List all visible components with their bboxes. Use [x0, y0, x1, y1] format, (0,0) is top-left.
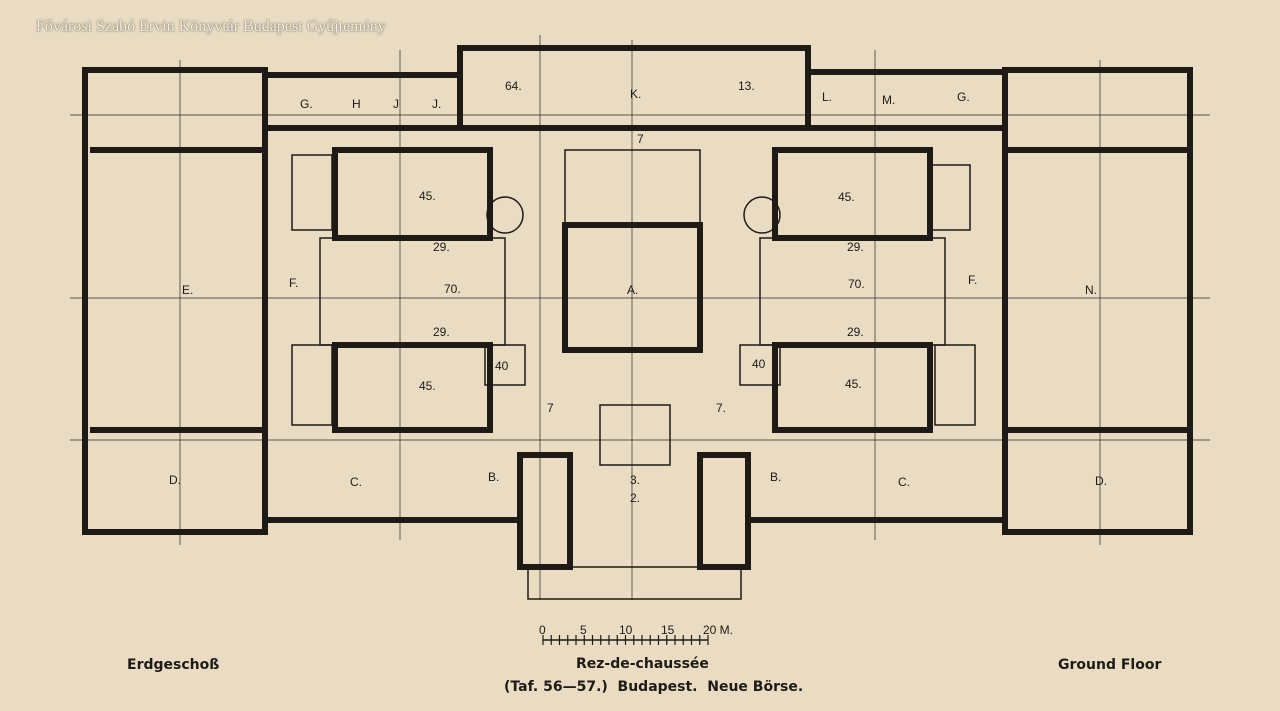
- room-label: J: [393, 97, 399, 111]
- room-label: F.: [289, 276, 298, 290]
- room-label: B.: [770, 470, 781, 484]
- room-label: 29.: [433, 240, 450, 254]
- room-label: 70.: [444, 282, 461, 296]
- caption-left: Erdgeschoß: [127, 657, 220, 673]
- walls: [82, 45, 1193, 600]
- room-label: C.: [898, 475, 910, 489]
- room-label: 45.: [845, 377, 862, 391]
- room-label: J.: [432, 97, 441, 111]
- room-label: 7: [547, 401, 554, 415]
- watermark: Fővárosi Szabó Ervin Könyvtár Budapest G…: [36, 18, 386, 35]
- scale-tick-label: 0: [539, 623, 546, 637]
- room-label: D.: [1095, 474, 1107, 488]
- room-label: K.: [630, 87, 641, 101]
- room-label: 45.: [419, 189, 436, 203]
- scale-bar: 0 5 10 15 20 M.: [539, 623, 733, 645]
- room-label: 29.: [847, 240, 864, 254]
- room-label: 45.: [419, 379, 436, 393]
- scale-tick-label: 10: [619, 623, 633, 637]
- scale-tick-label: 15: [661, 623, 675, 637]
- room-label: 7.: [716, 401, 726, 415]
- room-label: 40: [752, 357, 766, 371]
- room-label: B.: [488, 470, 499, 484]
- room-label: 2.: [630, 491, 640, 505]
- caption-center: Rez-de-chaussée: [576, 656, 709, 672]
- scale-tick-label: 20 M.: [703, 623, 733, 637]
- room-label: C.: [350, 475, 362, 489]
- room-label: G.: [300, 97, 313, 111]
- room-label: A.: [627, 283, 638, 297]
- scale-tick-label: 5: [580, 623, 587, 637]
- room-label: D.: [169, 473, 181, 487]
- room-label: 29.: [847, 325, 864, 339]
- dimension-lines: [70, 35, 1210, 600]
- room-label: 64.: [505, 79, 522, 93]
- room-label: 29.: [433, 325, 450, 339]
- room-label: F.: [968, 273, 977, 287]
- room-label: 45.: [838, 190, 855, 204]
- room-label: 3.: [630, 473, 640, 487]
- room-label: H: [352, 97, 361, 111]
- room-label: 70.: [848, 277, 865, 291]
- caption-subtitle: (Taf. 56—57.) Budapest. Neue Börse.: [504, 679, 804, 695]
- room-label: L.: [822, 90, 832, 104]
- caption-right: Ground Floor: [1058, 657, 1162, 673]
- room-labels: 64. K. 13. G. H J J. L. M. G. 7 45. 45. …: [169, 79, 1107, 505]
- room-label: E.: [182, 283, 193, 297]
- room-label: 40: [495, 359, 509, 373]
- room-label: 13.: [738, 79, 755, 93]
- room-label: G.: [957, 90, 970, 104]
- room-label: N.: [1085, 283, 1097, 297]
- room-label: 7: [637, 132, 644, 146]
- room-label: M.: [882, 93, 895, 107]
